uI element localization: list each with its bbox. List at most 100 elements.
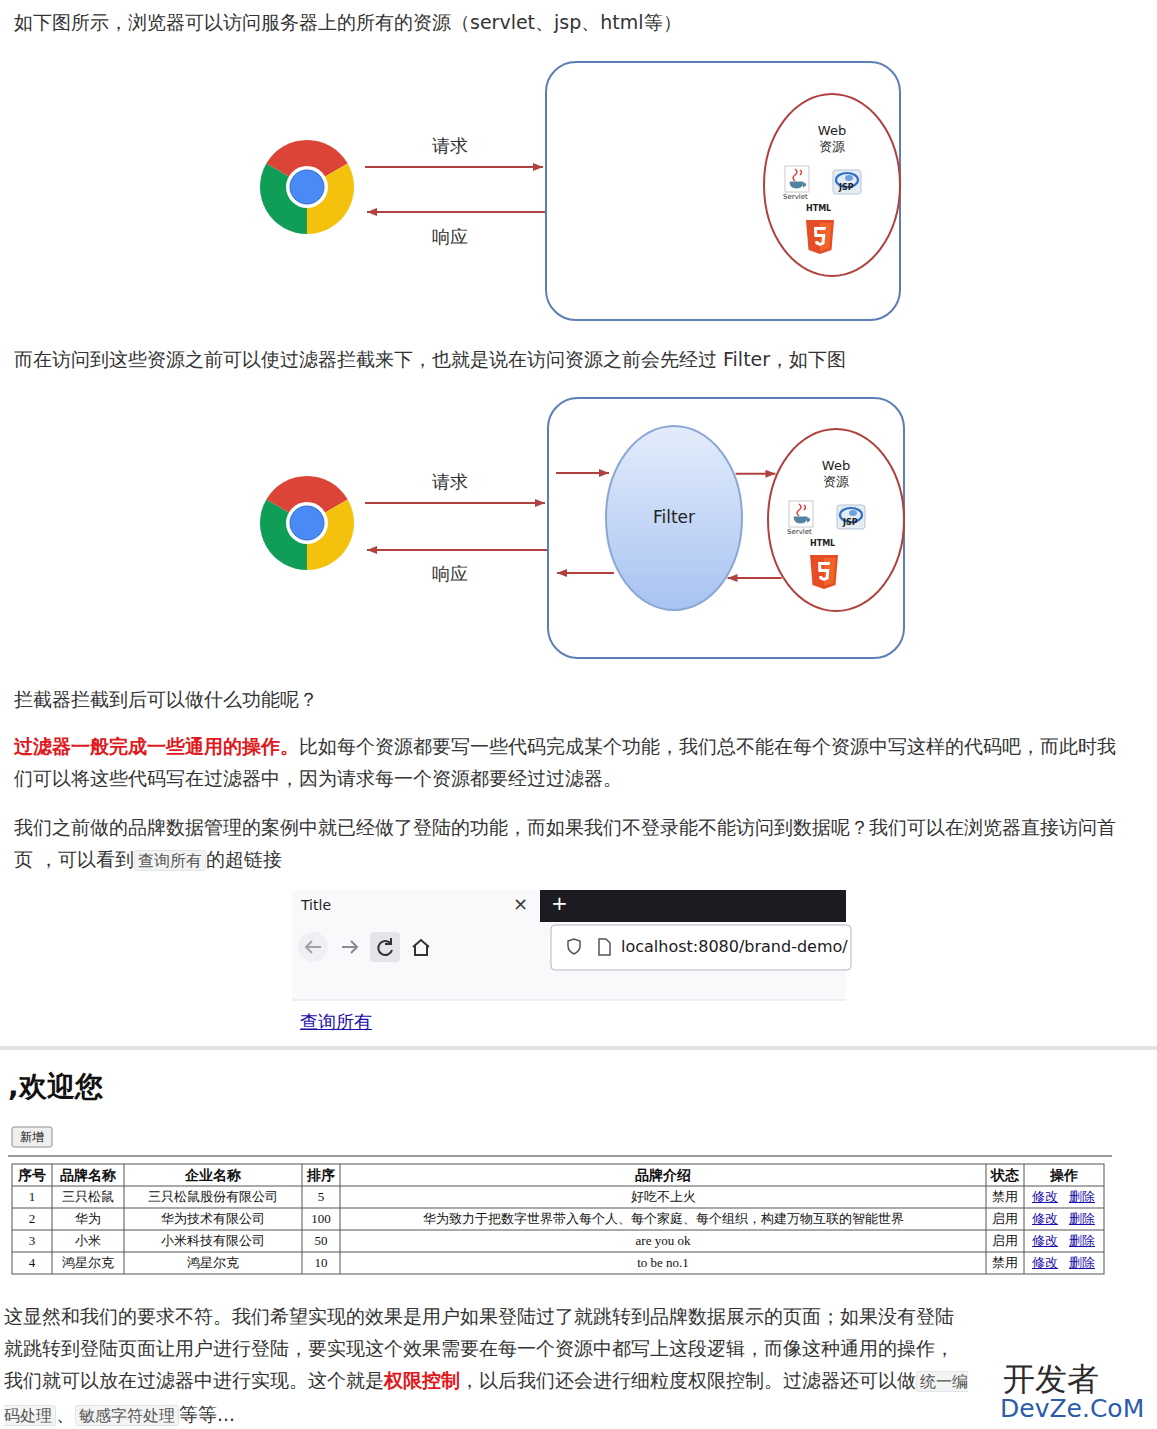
paragraph-block: 我们之前做的品牌数据管理的案例中就已经做了登陆的功能，而如果我们不登录能不能访问… (14, 811, 1126, 877)
text: JSP (839, 183, 854, 192)
url-text-block: localhost:8080/brand-demo/ (621, 937, 848, 956)
welcome-heading-block: ,欢迎您 (8, 1068, 103, 1106)
emphasis: 过滤器一般完成一些通用的操作。 (14, 735, 299, 757)
inner-response-arrow (557, 572, 614, 574)
paragraph-block: 而在访问到这些资源之前可以使过滤器拦截来下，也就是说在访问资源之前会先经过 Fi… (14, 343, 1144, 375)
node-text-box: Web 资源 (767, 458, 905, 491)
text: 、 (56, 1403, 75, 1425)
table-cell: 3 (12, 1230, 52, 1252)
text: Servlet (787, 528, 812, 536)
table-cell: 鸿星尔克 (52, 1252, 124, 1274)
table-header: 品牌名称 (52, 1164, 124, 1186)
reload-icon (378, 938, 392, 955)
link-block: 查询所有 (300, 1010, 372, 1034)
text: × (513, 893, 528, 914)
table-cell: 三只松鼠股份有限公司 (124, 1186, 302, 1208)
table-link: 删除 (1062, 1252, 1102, 1274)
tab-close-block: × (513, 893, 528, 914)
emphasis: 权限控制 (384, 1369, 460, 1391)
table-cell: 三只松鼠 (52, 1186, 124, 1208)
tab-strip (540, 890, 846, 922)
forward-icon (342, 941, 357, 953)
shield-icon (568, 939, 580, 954)
table-cell: to be no.1 (340, 1252, 986, 1274)
node-text-box: Web 资源 (763, 123, 901, 156)
ellipse-shape (606, 426, 742, 610)
table-cell: 华为 (52, 1208, 124, 1230)
tab-title-block: Title (301, 897, 331, 913)
servlet-icon (785, 166, 809, 192)
paragraph-block: 拦截器拦截到后可以做什么功能呢？ (14, 683, 1144, 715)
filter-ellipse: Filter (605, 425, 743, 611)
flow-arrow (728, 577, 782, 579)
table-cell: 启用 (986, 1208, 1024, 1230)
text: DevZe.CoM (1000, 1394, 1144, 1423)
request-arrow (365, 502, 545, 504)
servlet-icon (789, 501, 813, 527)
text: Servlet (783, 193, 808, 201)
text: + (551, 891, 568, 915)
ellipse-outline (763, 93, 901, 277)
text: 查询所有 (300, 1011, 372, 1032)
table-link: 修改 (1026, 1252, 1064, 1274)
table-cell: 100 (302, 1208, 340, 1230)
response-arrow (367, 211, 545, 213)
table-link: 删除 (1062, 1230, 1102, 1252)
text: 如下图所示，浏览器可以访问服务器上的所有的资源（servlet、jsp、html… (14, 11, 682, 33)
table-link: 删除 (1062, 1208, 1102, 1230)
arrow-label-block: 请求 (432, 470, 468, 494)
table-cell: 50 (302, 1230, 340, 1252)
table-cell: 华为致力于把数字世界带入每个人、每个家庭、每个组织，构建万物互联的智能世界 (340, 1208, 986, 1230)
html5-icon (810, 555, 838, 589)
table-cell: 鸿星尔克 (124, 1252, 302, 1274)
table-cell: 好吃不上火 (340, 1186, 986, 1208)
table-cell: 2 (12, 1208, 52, 1230)
table-header: 序号 (12, 1164, 52, 1186)
new-tab-block: + (551, 891, 568, 915)
text: Title (301, 897, 331, 913)
web-resource-ellipse: Web 资源 (767, 428, 905, 612)
toolbar-border (292, 1000, 846, 1001)
table-header: 排序 (302, 1164, 340, 1186)
ellipse-outline (767, 428, 905, 612)
page-icon (599, 939, 610, 955)
button-label-block: 新增 (12, 1127, 52, 1147)
watermark-block: DevZe.CoM (1000, 1394, 1144, 1423)
back-icon (306, 941, 321, 953)
text: localhost:8080/brand-demo/ (621, 937, 848, 956)
icon-caption-block: Servlet (783, 193, 808, 201)
text: 响应 (432, 563, 468, 584)
text: 开发者 (1003, 1360, 1099, 1398)
table-header: 状态 (986, 1164, 1024, 1186)
text: 而在访问到这些资源之前可以使过滤器拦截来下，也就是说在访问资源之前会先经过 Fi… (14, 348, 846, 370)
paragraph-block: 如下图所示，浏览器可以访问服务器上的所有的资源（servlet、jsp、html… (14, 6, 1144, 38)
arrow-label-block: 响应 (432, 562, 468, 586)
icon-caption-block: JSP (843, 518, 858, 527)
inline-code: 查询所有 (134, 850, 206, 871)
table-header: 企业名称 (124, 1164, 302, 1186)
icon-caption-block: HTML (810, 539, 835, 548)
table-cell: are you ok (340, 1230, 986, 1252)
request-arrow (365, 166, 543, 168)
separator (0, 1046, 1157, 1050)
table-cell: 1 (12, 1186, 52, 1208)
table-cell: 禁用 (986, 1186, 1024, 1208)
jsp-icon (837, 505, 865, 529)
ellipse-shape (764, 94, 900, 276)
node-text-box: Filter (605, 507, 743, 528)
icon-caption-block: JSP (839, 183, 854, 192)
server-box (546, 62, 900, 320)
node-label: Web 资源 (813, 123, 852, 156)
table-header: 品牌介绍 (340, 1164, 986, 1186)
url-box (551, 925, 851, 970)
paragraph-block: 这显然和我们的要求不符。我们希望实现的效果是用户如果登陆过了就跳转到品牌数据展示… (4, 1300, 1134, 1429)
node-label: Filter (653, 507, 695, 528)
chrome-icon (260, 140, 354, 234)
node-label: Web 资源 (817, 458, 856, 491)
table-cell: 10 (302, 1252, 340, 1274)
table-cell: 启用 (986, 1230, 1024, 1252)
table-cell: 5 (302, 1186, 340, 1208)
home-icon (413, 940, 429, 955)
text: ，以后我们还会进行细粒度权限控制。过滤器还可以做 (460, 1369, 916, 1391)
